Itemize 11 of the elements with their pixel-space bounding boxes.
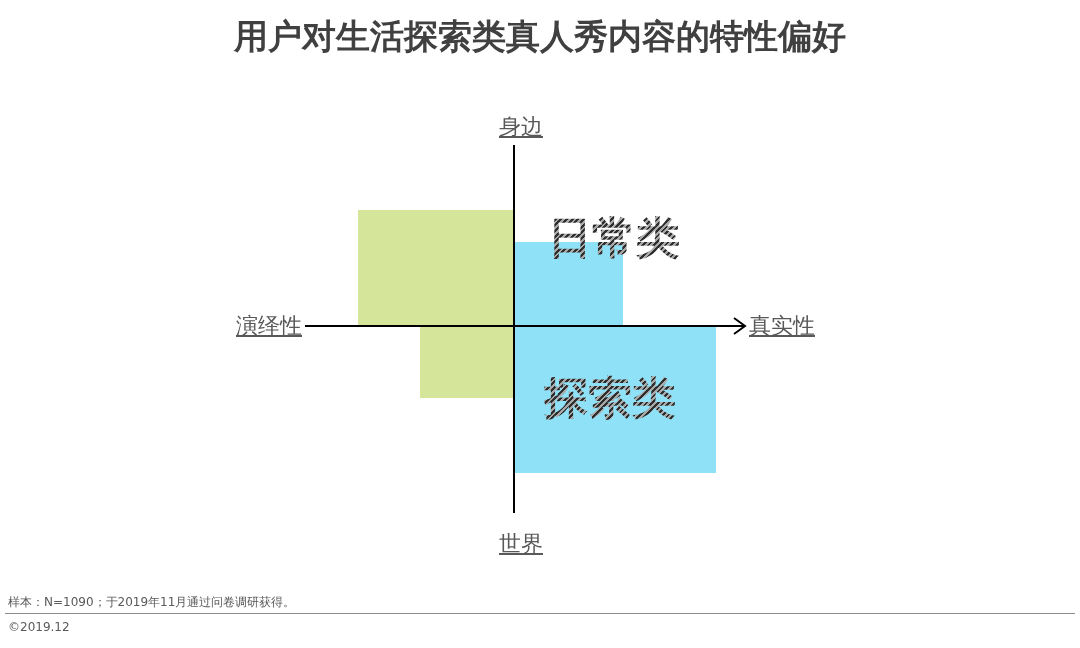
- axis-label: 演绎性: [236, 313, 302, 339]
- category-label: 探索类: [544, 374, 676, 423]
- area-block: [358, 210, 514, 326]
- chart-title: 用户对生活探索类真人秀内容的特性偏好: [234, 16, 846, 57]
- area-block: [420, 326, 514, 398]
- copyright-note: ©2019.12: [8, 620, 70, 635]
- axis-label: 身边: [499, 114, 543, 140]
- axis-label: 世界: [499, 531, 543, 557]
- axis-label: 真实性: [749, 313, 815, 339]
- source-note: 样本：N=1090；于2019年11月通过问卷调研获得。: [8, 595, 296, 610]
- area-block: [514, 326, 716, 473]
